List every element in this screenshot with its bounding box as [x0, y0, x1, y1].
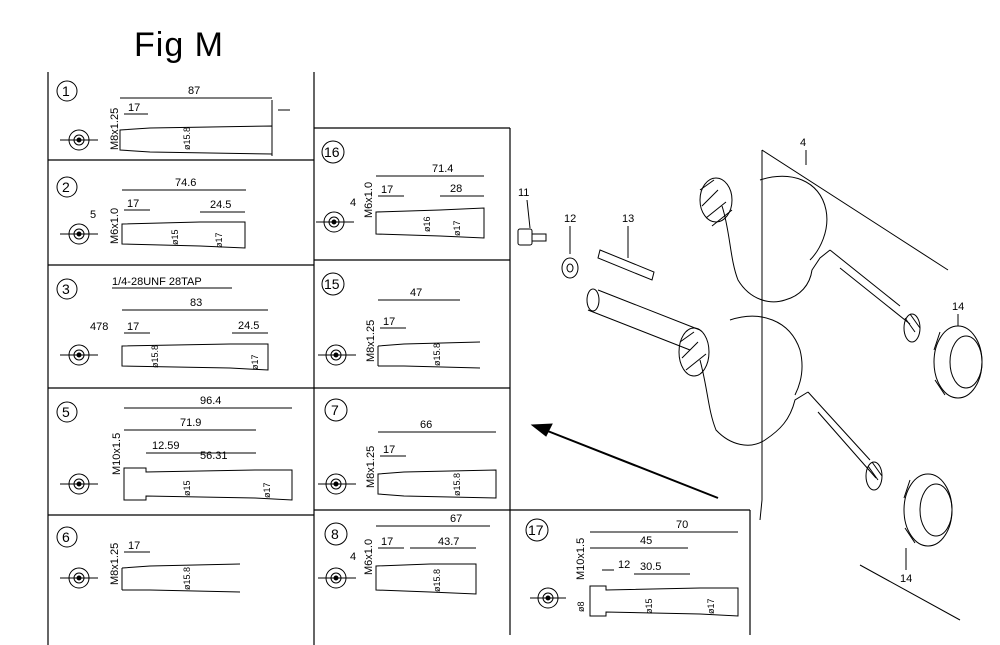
crankshaft-lower — [678, 315, 883, 491]
panel-5-thread-label: M10x1.5 — [111, 433, 123, 475]
bearing-upper: 14 — [933, 301, 983, 399]
panel-2: 2 5 M6x1.0 74.6 17 24.5 ø15 ø17 — [56, 176, 246, 249]
panel-5-dim-dia2: ø17 — [262, 482, 272, 498]
panel-6-dim-dia: ø15.8 — [182, 567, 192, 590]
panel-3-number: 3 — [62, 281, 70, 297]
panel-5-dim-a: 96.4 — [200, 395, 221, 407]
panel-3-dim-dia1: ø15.8 — [150, 345, 160, 368]
panel-1-number: 1 — [62, 83, 70, 99]
panel-17-number: 17 — [528, 522, 544, 538]
panel-5-number: 5 — [62, 404, 70, 420]
panel-2-dim-dia1: ø15 — [170, 229, 180, 245]
panel-17-dim-dia2: ø17 — [706, 598, 716, 614]
panel-1-dim-17: 17 — [128, 102, 140, 114]
part-12-washer — [561, 257, 579, 279]
shaft-sleeve — [587, 289, 701, 351]
panel-7-number: 7 — [331, 402, 339, 418]
panel-7-dim-17: 17 — [383, 444, 395, 456]
arrow-head-icon — [530, 423, 553, 437]
panel-5-dim-dia1: ø15 — [182, 480, 192, 496]
panel-16-side-label: 4 — [350, 197, 356, 209]
panel-15-dim-length: 47 — [410, 287, 422, 299]
panel-5-dim-d: 56.31 — [200, 450, 228, 462]
panel-7-thread-label: M8x1.25 — [365, 446, 377, 488]
panel-3-dim-17: 17 — [127, 321, 139, 333]
part-11-bolt — [517, 228, 533, 246]
bearing-lower: 14 — [900, 473, 953, 585]
grid-lines — [47, 72, 751, 645]
panel-16-number: 16 — [324, 144, 340, 160]
part-14-label-lower: 14 — [900, 573, 912, 585]
panel-3-header: 1/4-28UNF 28TAP — [112, 276, 202, 288]
panel-6-number: 6 — [62, 529, 70, 545]
panel-3: 3 1/4-28UNF 28TAP 478 83 17 24.5 ø15.8 ø… — [56, 276, 269, 371]
panel-8-dim-length: 67 — [450, 513, 462, 525]
panel-17-dim-d: 30.5 — [640, 561, 661, 573]
panel-2-side-label: 5 — [90, 209, 96, 221]
exploded-parts: 11 12 13 4 — [517, 137, 983, 621]
panel-5: 5 M10x1.5 96.4 71.9 12.59 56.31 ø15 ø17 — [56, 395, 293, 501]
panel-8-dim-dia: ø15.8 — [432, 569, 442, 592]
panel-5-dim-c: 12.59 — [152, 440, 180, 452]
panel-17-dim-dia1: ø15 — [644, 598, 654, 614]
panel-16-dim-dia1: ø16 — [422, 216, 432, 232]
panel-2-dim-step: 24.5 — [210, 199, 231, 211]
panel-16-dim-length: 71.4 — [432, 163, 453, 175]
panel-8-dim-step: 43.7 — [438, 536, 459, 548]
panel-8-number: 8 — [331, 526, 339, 542]
panel-3-dim-dia2: ø17 — [250, 354, 260, 370]
panel-16-dim-dia2: ø17 — [452, 220, 462, 236]
panel-8-dim-17: 17 — [381, 536, 393, 548]
panel-17-dim-b: 45 — [640, 535, 652, 547]
figure-title: Fig M — [134, 26, 224, 64]
panel-2-dim-length: 74.6 — [175, 177, 196, 189]
panel-3-dim-length: 83 — [190, 297, 202, 309]
panel-1-dim-dia: ø15.8 — [182, 127, 192, 150]
panel-2-thread-label: M6x1.0 — [109, 208, 121, 244]
panel-1: 1 M8x1.25 87 17 ø15.8 — [56, 80, 290, 161]
panel-15-number: 15 — [324, 276, 340, 292]
panel-1-thread-label: M8x1.25 — [109, 108, 121, 150]
panel-17-side-label: ø8 — [576, 601, 586, 612]
panel-7-dim-length: 66 — [420, 419, 432, 431]
panel-15-dim-dia: ø15.8 — [432, 343, 442, 366]
panel-15-thread-label: M8x1.25 — [365, 320, 377, 362]
panel-3-dim-step: 24.5 — [238, 320, 259, 332]
panel-17-thread-label: M10x1.5 — [575, 538, 587, 580]
part-11-label: 11 — [518, 187, 529, 199]
panel-7: 7 M8x1.25 66 17 ø15.8 — [318, 398, 497, 499]
part-13-label: 13 — [622, 213, 634, 225]
panel-16-dim-17: 17 — [381, 184, 393, 196]
panel-5-dim-b: 71.9 — [180, 417, 201, 429]
panel-15-dim-17: 17 — [383, 316, 395, 328]
panel-8: 8 4 M6x1.0 67 17 43.7 ø15.8 — [318, 513, 490, 595]
part-12-label: 12 — [564, 213, 576, 225]
panel-6-thread-label: M8x1.25 — [109, 543, 121, 585]
panel-1-dim-length: 87 — [188, 85, 200, 97]
panel-8-side-label: 4 — [350, 551, 356, 563]
part-13-key — [597, 249, 655, 281]
part-14-label-upper: 14 — [952, 301, 964, 313]
panel-2-dim-17: 17 — [127, 198, 139, 210]
panel-3-side-label: 478 — [90, 321, 108, 333]
panel-6-dim-17: 17 — [128, 540, 140, 552]
panel-8-thread-label: M6x1.0 — [363, 539, 375, 575]
panel-17-dim-a: 70 — [676, 519, 688, 531]
panel-15: 15 M8x1.25 47 17 ø15.8 — [318, 272, 481, 369]
panel-2-number: 2 — [62, 179, 70, 195]
panel-16-dim-step: 28 — [450, 183, 462, 195]
panel-16-thread-label: M6x1.0 — [363, 182, 375, 218]
panel-2-dim-dia2: ø17 — [214, 232, 224, 248]
panel-16: 16 4 M6x1.0 71.4 17 28 ø16 ø17 — [316, 140, 485, 239]
panel-6: 6 M8x1.25 17 ø15.8 — [56, 526, 241, 593]
part-4-label: 4 — [800, 137, 806, 149]
crankshaft-upper — [699, 175, 921, 343]
pointer-arrow — [539, 427, 719, 499]
part-11-bolt-shank — [531, 233, 547, 242]
panel-17-dim-c: 12 — [618, 559, 630, 571]
panel-7-dim-dia: ø15.8 — [452, 473, 462, 496]
panel-17: 17 M10x1.5 ø8 70 45 12 30.5 ø15 ø17 — [525, 518, 739, 617]
